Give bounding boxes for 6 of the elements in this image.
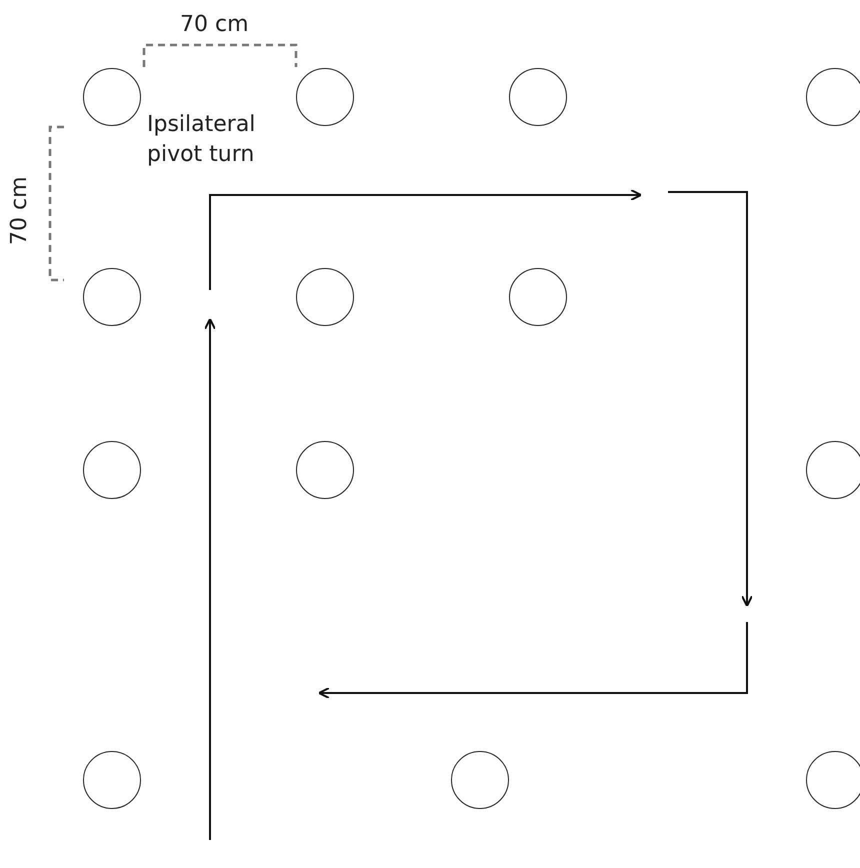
- dimension-label: 70 cm: [6, 176, 33, 245]
- turn-label: Ipsilateral pivot turn: [147, 111, 256, 169]
- marker-circle: [806, 68, 860, 126]
- dimension-label: 70 cm: [180, 11, 249, 39]
- marker-circle: [806, 751, 860, 809]
- marker-circle: [806, 441, 860, 499]
